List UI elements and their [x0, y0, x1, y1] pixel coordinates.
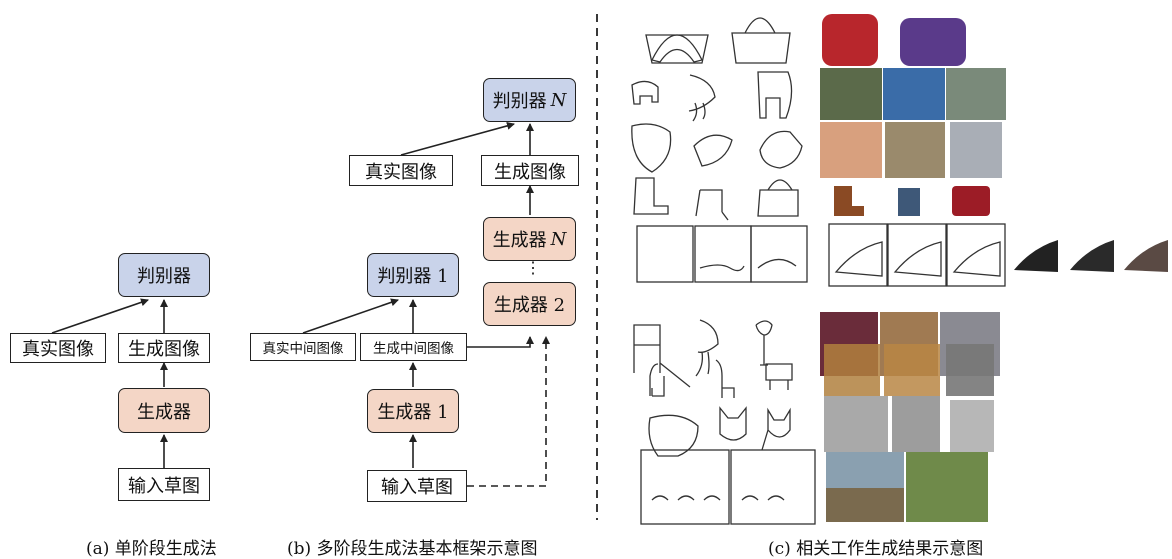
a-real-image-label: 真实图像: [22, 339, 94, 360]
scene-sketch-2: [730, 449, 816, 525]
sketch-zebra: [765, 363, 793, 390]
b-generator-1-box: 生成器 1: [367, 389, 459, 433]
b-generated-intermediate-box: 生成中间图像: [360, 333, 467, 361]
dashed-arrow-input-to-generator2: [467, 336, 550, 487]
photo-tote: [952, 186, 990, 216]
sketch-step-strokes: [699, 258, 797, 272]
b-generated-image-box: 生成图像: [481, 155, 579, 186]
photo-scene-elephants-ground: [826, 488, 904, 522]
a-generated-image-label: 生成图像: [128, 339, 200, 360]
a-real-image-box: 真实图像: [10, 333, 106, 363]
shoe-edge-3: [946, 223, 1006, 287]
sketch-animal: [757, 71, 793, 119]
sketch-tote: [757, 179, 799, 217]
caption-a: (a) 单阶段生成法: [86, 539, 217, 559]
photo-chair: [898, 188, 920, 216]
b-input-sketch-label: 输入草图: [381, 477, 453, 498]
a-input-sketch-box: 输入草图: [118, 468, 210, 501]
b-generator-n-index: N: [550, 228, 567, 250]
sketch-lamp: [755, 320, 773, 366]
b-discriminator-1-label: 判别器 1: [377, 266, 449, 287]
sketch-castle: [633, 324, 691, 388]
b-generator-2-label: 生成器 2: [493, 295, 566, 316]
sketch-chair: [695, 189, 729, 221]
b-generated-image-label: 生成图像: [494, 161, 566, 183]
b-ellipsis: ⋮: [525, 258, 541, 277]
sketch-face: [631, 123, 672, 173]
photo-purple-bag: [900, 18, 966, 66]
b-generator-n-label: 生成器: [492, 230, 547, 251]
sketch-boot: [633, 177, 669, 215]
photo-cat-3: [950, 400, 994, 452]
b-generated-intermediate-label: 生成中间图像: [373, 341, 454, 357]
sketch-handbag-1-body: [645, 34, 709, 64]
caption-b: (b) 多阶段生成法基本框架示意图: [287, 539, 538, 559]
photo-bird: [885, 122, 945, 178]
shoe-edge-outlines: [834, 241, 1001, 277]
b-real-intermediate-label: 真实中间图像: [262, 341, 344, 357]
b-input-sketch-box: 输入草图: [367, 470, 467, 502]
b-real-image-label: 真实图像: [365, 161, 437, 183]
photo-face: [820, 122, 882, 178]
photo-car: [950, 122, 1002, 178]
photo-cat-2: [892, 396, 940, 452]
sketch-bird: [693, 134, 733, 167]
sketch-giraffe-2: [715, 359, 735, 398]
caption-c: (c) 相关工作生成结果示意图: [768, 539, 984, 559]
arrow-real-intermediate-to-disc1: [302, 298, 399, 334]
b-discriminator-1-box: 判别器 1: [367, 253, 459, 297]
a-generator-label: 生成器: [137, 401, 191, 423]
sketch-step-3: [750, 225, 808, 283]
photo-giraffe-1: [824, 344, 880, 396]
b-generator-2-box: 生成器 2: [483, 282, 576, 326]
photo-zebra: [946, 344, 994, 396]
b-generator-1-label: 生成器 1: [377, 402, 449, 423]
photo-shoe-3: [1124, 240, 1168, 272]
photo-boot: [834, 186, 864, 216]
scene-sketch-strokes: [651, 495, 785, 501]
photo-giraffe-2: [884, 344, 940, 396]
scene-sketch-1: [640, 449, 730, 525]
sketch-step-1: [636, 225, 694, 283]
a-discriminator-box: 判别器: [118, 253, 210, 297]
sketch-handbag-1: [651, 34, 703, 63]
arrow-intermediate-to-generator2: [467, 336, 534, 348]
photo-shoe-2: [1070, 240, 1114, 272]
sketch-step-2: [694, 225, 752, 283]
sketch-cat-2: [719, 406, 747, 441]
a-discriminator-label: 判别器: [137, 266, 191, 287]
a-input-sketch-label: 输入草图: [128, 475, 200, 497]
photo-cat-1: [824, 396, 888, 452]
sketch-giraffe-1: [649, 363, 665, 397]
b-real-image-box: 真实图像: [349, 155, 453, 186]
shoe-edge-2: [887, 223, 947, 287]
photo-elephant: [820, 68, 882, 120]
photo-shoe-1: [1014, 240, 1058, 272]
b-real-intermediate-box: 真实中间图像: [250, 333, 356, 361]
shoe-edge-1: [828, 223, 888, 287]
sketch-car: [759, 130, 803, 169]
sketch-elephant: [631, 80, 659, 105]
b-discriminator-n-index: N: [550, 89, 567, 111]
photo-jellyfish: [883, 68, 945, 120]
sketch-cat-1: [648, 414, 699, 457]
photo-red-bag: [822, 14, 878, 66]
sketch-handbag-2: [731, 17, 791, 64]
a-generated-image-box: 生成图像: [118, 333, 210, 363]
arrow-real-to-discN: [400, 121, 515, 156]
photo-scene-horses: [906, 452, 988, 522]
sketch-jellyfish: [688, 74, 716, 122]
a-generator-box: 生成器: [118, 388, 210, 433]
sketch-cat-3: [761, 407, 791, 451]
photo-animal: [946, 68, 1006, 120]
b-discriminator-n-label: 判别器: [492, 91, 547, 112]
arrow-real-to-disc-a: [51, 298, 149, 334]
sketch-jellyfish-2: [695, 319, 719, 377]
